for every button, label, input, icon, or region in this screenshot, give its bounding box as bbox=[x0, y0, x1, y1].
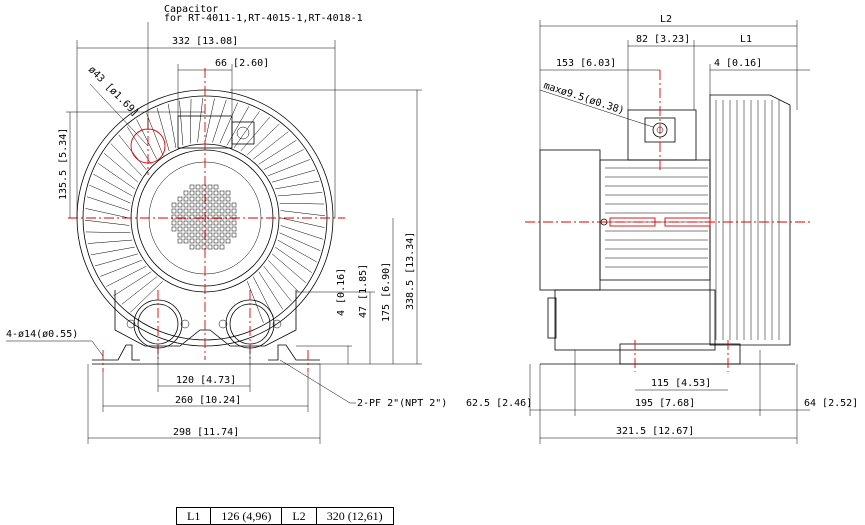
dim-298: 298 [11.74] bbox=[173, 427, 239, 438]
holes-label: 4-ø14(ø0.55) bbox=[6, 329, 78, 340]
dim-4: 4 [0.16] bbox=[336, 268, 347, 316]
capacitor-models: for RT-4011-1,RT-4015-1,RT-4018-1 bbox=[164, 13, 363, 24]
dim-175: 175 [6.90] bbox=[381, 262, 392, 322]
l2-label: L2 bbox=[281, 507, 317, 525]
port-label: 2-PF 2"(NPT 2") bbox=[357, 398, 447, 409]
dim-L2: L2 bbox=[660, 14, 672, 25]
dim-dia43: ø43 [ø1.69] bbox=[86, 64, 141, 119]
front-view: Capacitor for RT-4011-1,RT-4015-1,RT-401… bbox=[6, 4, 447, 444]
dim-3215: 321.5 [12.67] bbox=[616, 426, 694, 437]
dim-120: 120 [4.73] bbox=[176, 375, 236, 386]
max-dia: maxø9.5(ø0.38) bbox=[542, 80, 626, 117]
cooling-fins bbox=[84, 97, 326, 323]
fan-grille bbox=[171, 184, 237, 250]
table-row: L1 126 (4,96) L2 320 (12,61) bbox=[175, 507, 394, 525]
dim-47: 47 [1.85] bbox=[358, 264, 369, 318]
dim-4b: 4 [0.16] bbox=[714, 58, 762, 69]
dim-64: 64 [2.52] bbox=[804, 398, 858, 409]
dimension-table: L1 126 (4,96) L2 320 (12,61) bbox=[175, 507, 394, 525]
dim-115: 115 [4.53] bbox=[651, 378, 711, 389]
l1-label: L1 bbox=[175, 507, 212, 525]
dim-135: 135.5 [5.34] bbox=[58, 128, 69, 200]
dim-195: 195 [7.68] bbox=[635, 398, 695, 409]
capacitor-title: Capacitor bbox=[164, 4, 218, 15]
dim-332: 332 [13.08] bbox=[172, 36, 238, 47]
dim-66: 66 [2.60] bbox=[215, 58, 269, 69]
dim-260: 260 [10.24] bbox=[175, 395, 241, 406]
dim-625: 62.5 [2.46] bbox=[466, 398, 532, 409]
blower-housing-ribs bbox=[715, 100, 780, 340]
motor-fins bbox=[605, 167, 708, 268]
side-view: L2 82 [3.23] L1 153 [6.03] 4 [0.16] maxø… bbox=[466, 14, 858, 444]
dim-L1: L1 bbox=[740, 34, 752, 45]
dim-82: 82 [3.23] bbox=[636, 34, 690, 45]
l1-value: 126 (4,96) bbox=[210, 507, 283, 525]
l2-value: 320 (12,61) bbox=[315, 507, 394, 525]
dim-153: 153 [6.03] bbox=[556, 58, 616, 69]
dim-338: 338.5 [13.34] bbox=[405, 232, 416, 310]
